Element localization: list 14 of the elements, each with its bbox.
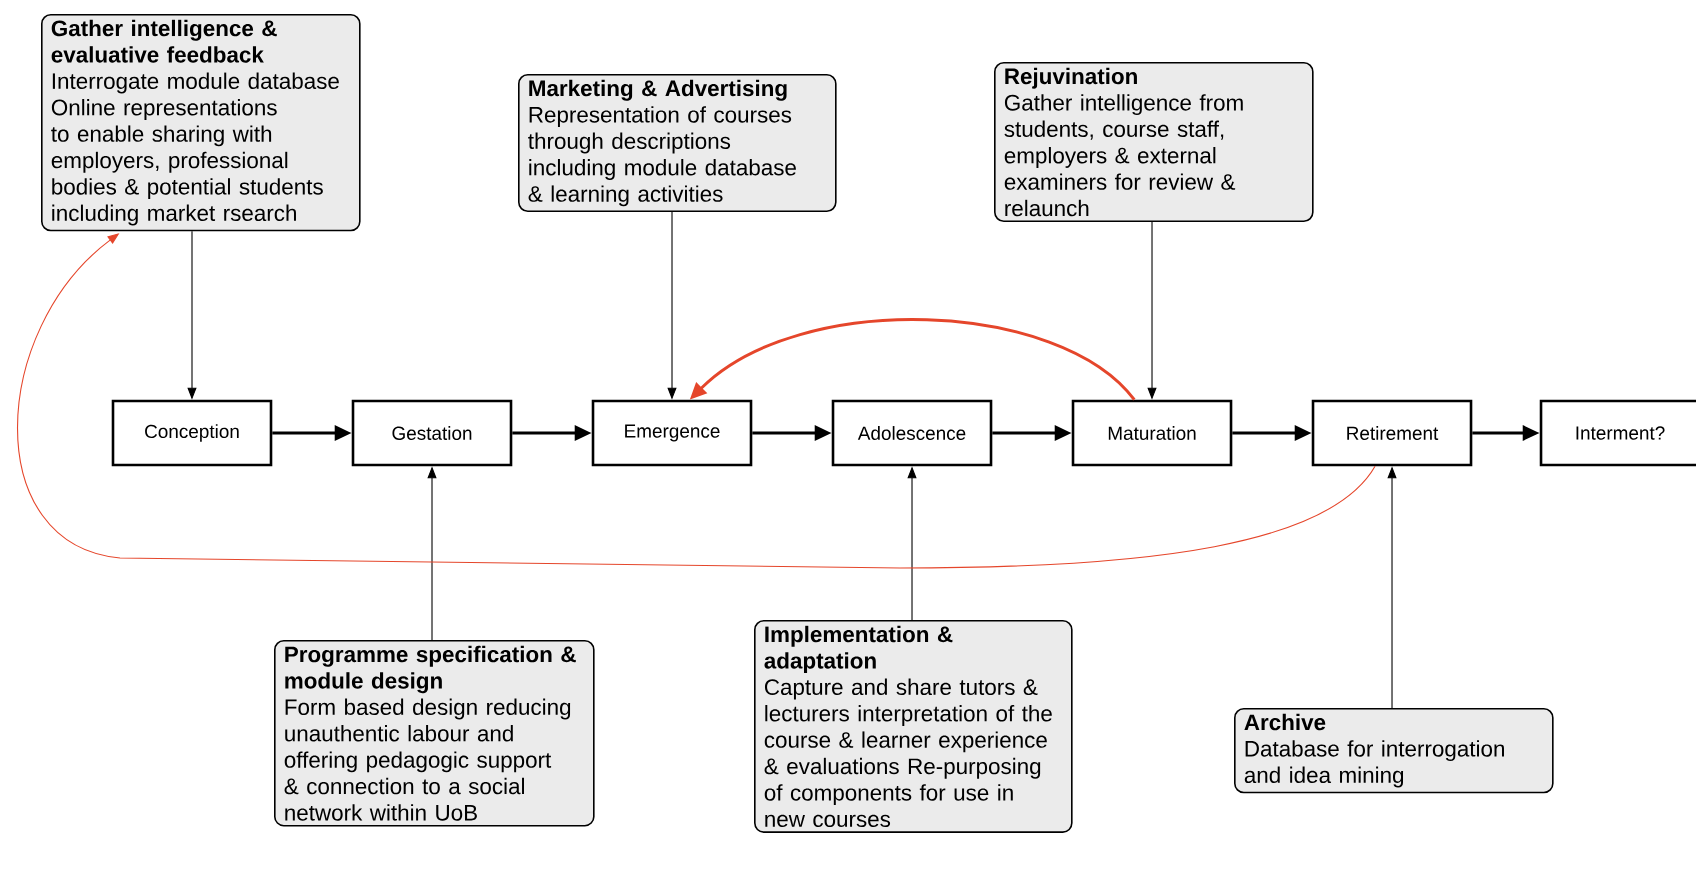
note-box: Archive Database for interrogation and idea mining <box>1234 708 1554 794</box>
arrow <box>16 233 1376 569</box>
note-box: Marketing & Advertising Representation of courses through descriptions including module database & learning activities <box>518 74 837 213</box>
stage-box: Conception <box>111 399 273 467</box>
stage-box: Interment? <box>1539 399 1696 467</box>
note-box: Implementation & adaptation Capture and share tutors & lecturers interpretation of the course & learner experience & evaluations Re-purposing of components for use in new courses <box>754 620 1073 833</box>
note-box: Programme specification & module design Form based design reducing unauthentic labour and offering pedagogic support & connection to a social network within UoB <box>274 640 595 827</box>
stage-box: Adolescence <box>831 399 993 467</box>
stage-box: Maturation <box>1071 399 1233 467</box>
stage-box: Emergence <box>591 399 753 467</box>
note-box: Rejuvination Gather intelligence from students, course staff, employers & external examiners for review & relaunch <box>994 62 1314 223</box>
note-box: Gather intelligence & evaluative feedback Interrogate module database Online representations to enable sharing with employers, professional bodies & potential students including market rsearch <box>41 14 361 232</box>
stage-box: Gestation <box>351 399 513 467</box>
stage-box: Retirement <box>1311 399 1473 467</box>
